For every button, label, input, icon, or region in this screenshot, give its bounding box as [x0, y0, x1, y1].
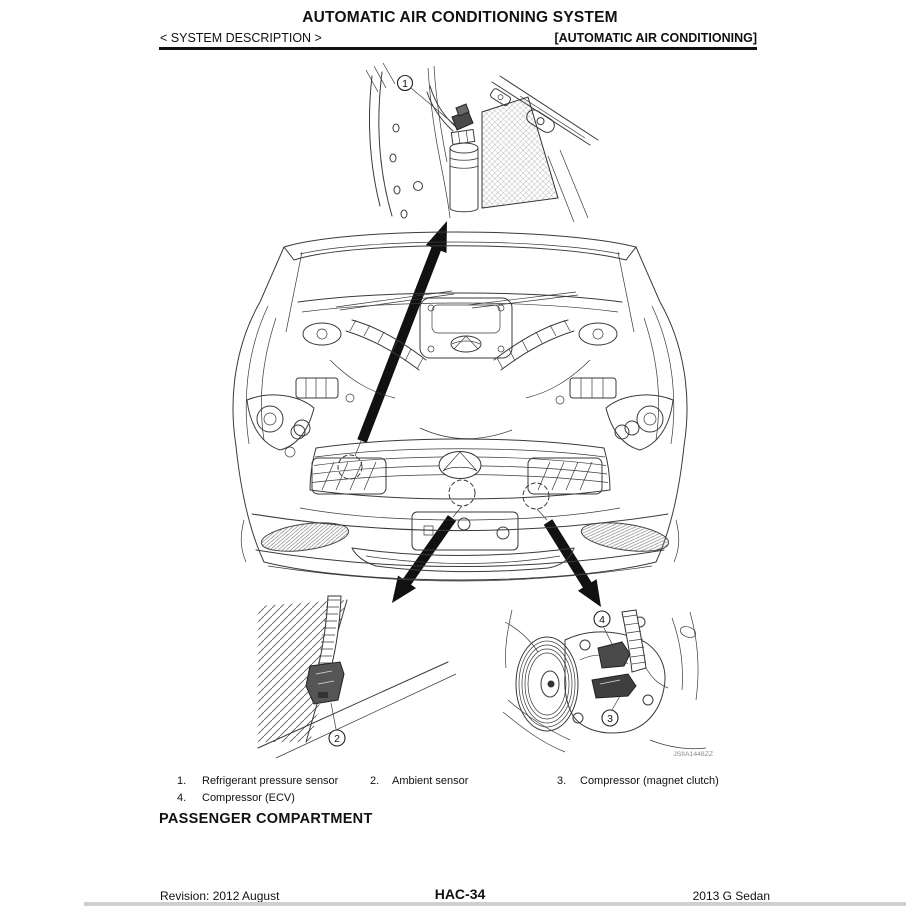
figure-code: JSIIA1448ZZ: [673, 751, 713, 758]
header-rule: [159, 47, 757, 50]
grille-badge: [439, 452, 481, 479]
ambient-sensor-inset: 2: [258, 596, 456, 758]
arrow-up-icon: [357, 221, 447, 443]
fog-lamp-right: [580, 518, 671, 556]
legend-item-3-label: Compressor (magnet clutch): [580, 775, 719, 787]
pressure-sensor-location-circle: [338, 455, 362, 479]
compressor-inset: 4 3 JSIIA1448ZZ: [503, 610, 713, 758]
component-location-figure: 1: [150, 55, 713, 770]
condenser-core: [482, 97, 558, 208]
callout-1-number: 1: [402, 78, 408, 90]
callout-1-marker: [398, 76, 413, 91]
compressor-ecv-connector: [598, 642, 630, 668]
compressor-pulley: [516, 637, 578, 731]
pressure-sensor-inset: 1: [366, 63, 598, 222]
engine-cover: [420, 298, 512, 358]
legend-item-2-number: 2.: [370, 775, 380, 787]
arrow-down-left-icon: [392, 515, 457, 603]
headlight-left: [247, 395, 314, 450]
legend-item-1-label: Refrigerant pressure sensor: [202, 775, 339, 787]
scan-edge-bar: [84, 902, 906, 906]
callout-3-number: 3: [607, 713, 613, 725]
car-front-view: [233, 232, 687, 581]
system-name-label: [AUTOMATIC AIR CONDITIONING]: [554, 31, 757, 45]
model-label: 2013 G Sedan: [692, 889, 770, 903]
page-code: HAC-34: [434, 886, 486, 902]
arrow-down-right-icon: [543, 519, 601, 607]
callout-4-number: 4: [599, 614, 605, 626]
compressor-location-circle: [523, 483, 549, 509]
front-grille: [310, 439, 610, 499]
callout-2-number: 2: [334, 733, 340, 745]
revision-label: Revision: 2012 August: [160, 889, 280, 903]
legend-item-2-label: Ambient sensor: [392, 775, 469, 787]
engine-cover-logo: [451, 336, 481, 352]
passenger-compartment-heading: PASSENGER COMPARTMENT: [159, 811, 373, 827]
headlight-right: [606, 395, 673, 450]
legend-item-1-number: 1.: [177, 775, 187, 787]
fog-lamp-left: [260, 518, 351, 556]
legend-item-3-number: 3.: [557, 775, 567, 787]
section-description-label: < SYSTEM DESCRIPTION >: [160, 31, 322, 45]
license-plate-bracket: [412, 512, 518, 550]
receiver-drier-cylinder: [450, 148, 478, 212]
callout-3-marker: [602, 710, 618, 726]
callout-arrows: [355, 221, 601, 607]
legend-item-4-number: 4.: [177, 792, 187, 804]
ambient-sensor-location-circle: [449, 480, 475, 506]
magnet-clutch-connector: [592, 674, 636, 698]
legend-item-4-label: Compressor (ECV): [202, 792, 295, 804]
callout-2-marker: [329, 730, 345, 746]
callout-4-marker: [594, 611, 610, 627]
page-title: AUTOMATIC AIR CONDITIONING SYSTEM: [302, 9, 618, 26]
